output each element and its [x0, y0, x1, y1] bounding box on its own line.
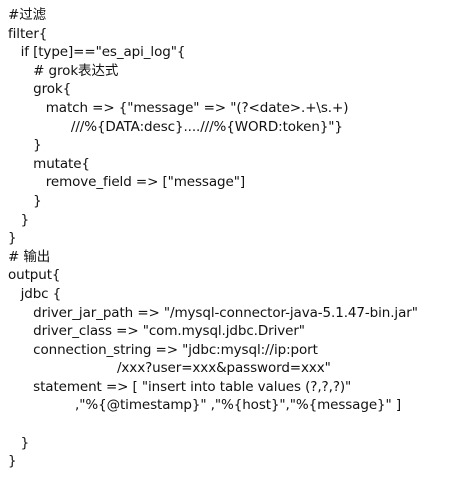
code-line: driver_jar_path => "/mysql-connector-jav… — [8, 304, 418, 321]
code-line: match => {"message" => "(?<date>.+\s.+) — [8, 99, 349, 116]
code-line: mutate{ — [8, 155, 90, 172]
code-line: } — [8, 192, 42, 209]
code-line: statement => [ "insert into table values… — [8, 378, 352, 395]
code-line: } — [8, 434, 30, 451]
code-block: #过滤 filter{ if [type]=="es_api_log"{ # g… — [8, 6, 418, 471]
code-line: ,"%{@timestamp}" ,"%{host}","%{message}"… — [8, 397, 401, 414]
code-line: grok{ — [8, 81, 72, 98]
code-line: connection_string => "jdbc:mysql://ip:po… — [8, 341, 318, 358]
code-line: ///%{DATA:desc}....///%{WORD:token}"} — [8, 118, 343, 135]
code-line: } — [8, 211, 30, 228]
code-line: if [type]=="es_api_log"{ — [8, 44, 186, 61]
code-line: /xxx?user=xxx&password=xxx" — [8, 360, 331, 377]
code-line: # grok表达式 — [8, 62, 119, 79]
code-line: } — [8, 453, 17, 470]
code-line: remove_field => ["message"] — [8, 174, 245, 191]
code-line: output{ — [8, 267, 61, 284]
code-line: driver_class => "com.mysql.jdbc.Driver" — [8, 323, 305, 340]
code-line: } — [8, 137, 42, 154]
code-line: # 输出 — [8, 248, 51, 265]
code-line — [8, 415, 418, 434]
code-line: filter{ — [8, 25, 48, 42]
code-line: } — [8, 230, 17, 247]
code-line: #过滤 — [8, 7, 47, 23]
code-line: jdbc { — [8, 285, 62, 302]
